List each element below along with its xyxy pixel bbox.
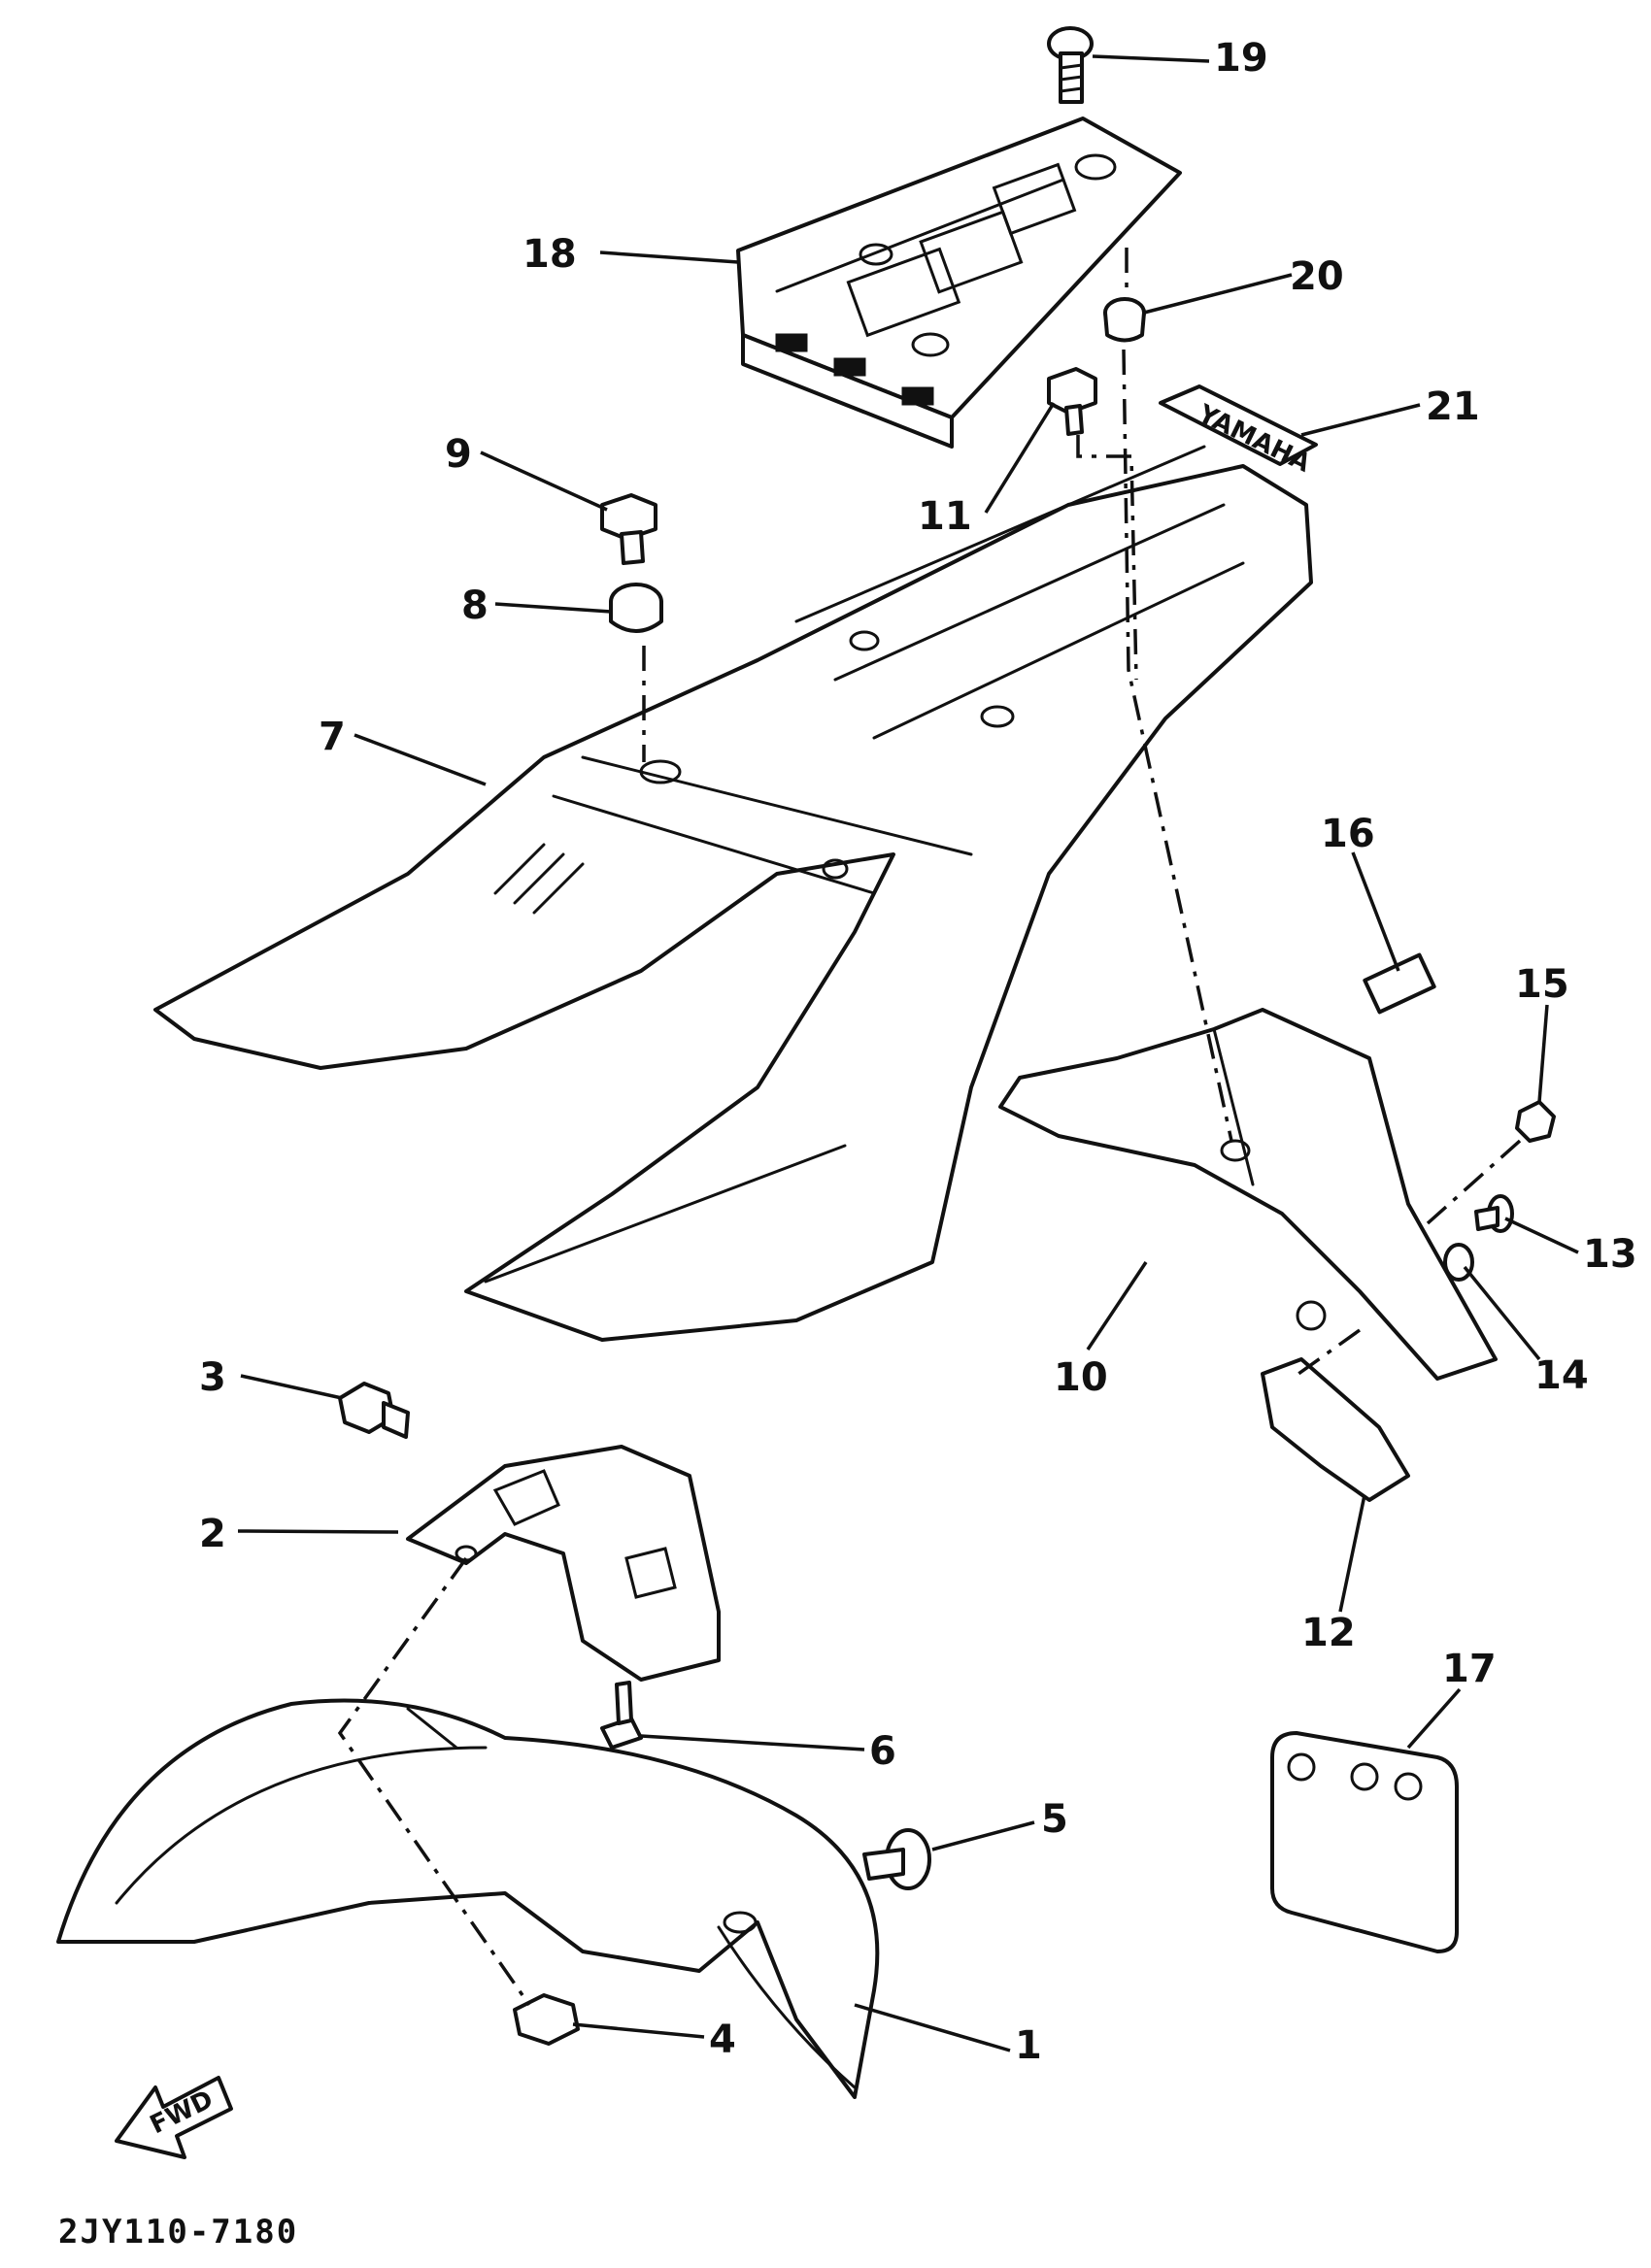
callout-19: 19: [1214, 36, 1268, 81]
callout-16: 16: [1321, 812, 1375, 856]
screw-5: [862, 1828, 931, 1890]
tail-bracket-part: [998, 1008, 1498, 1381]
bolt-19: [1047, 26, 1094, 104]
callout-15: 15: [1515, 962, 1569, 1007]
fwd-arrow-icon: FWD: [115, 2076, 233, 2159]
callout-5: 5: [1041, 1797, 1068, 1842]
callout-7: 7: [319, 715, 346, 759]
bolt-9: [600, 493, 657, 565]
rear-cowl-part: [153, 445, 1313, 1342]
grommet-20: [1103, 297, 1146, 343]
leader-lines: [237, 54, 1579, 2052]
assembly-line-f: [1290, 1328, 1362, 1381]
callout-3: 3: [199, 1355, 226, 1400]
rear-carrier-part: [736, 117, 1182, 449]
assembly-line-c: [1076, 435, 1138, 681]
small-bracket-part: [1261, 1357, 1410, 1502]
screw-13: [1474, 1194, 1514, 1233]
diagram-code: 2JY110-7180: [58, 2213, 298, 2251]
front-fender-part: [56, 1698, 880, 2099]
callout-9: 9: [445, 432, 472, 477]
callout-8: 8: [461, 584, 489, 628]
callout-10: 10: [1054, 1355, 1108, 1400]
yamaha-emblem-21: YAMAHA: [1159, 384, 1318, 479]
callout-13: 13: [1583, 1232, 1637, 1277]
callout-18: 18: [522, 232, 577, 277]
callouts: 1 2 3 4 5 6 7 8 9 10 11 12 13 14 15 16 1…: [199, 36, 1637, 2068]
hex-bolt-3: [338, 1382, 410, 1439]
callout-1: 1: [1015, 2023, 1042, 2068]
callout-20: 20: [1290, 254, 1344, 299]
assembly-line-e: [1426, 1139, 1522, 1225]
bolt-6: [600, 1681, 643, 1750]
callout-14: 14: [1534, 1353, 1589, 1398]
callout-4: 4: [709, 2018, 736, 2062]
assembly-line-g: [337, 1556, 531, 2007]
reflector-part: [1363, 952, 1436, 1015]
washer-14: [1443, 1243, 1474, 1282]
callout-6: 6: [869, 1729, 896, 1774]
callout-12: 12: [1301, 1611, 1356, 1655]
nut-15: [1515, 1100, 1556, 1143]
callout-17: 17: [1442, 1647, 1497, 1691]
fender-stay-part: [406, 1445, 721, 1682]
bolt-11: [1047, 367, 1097, 436]
callout-11: 11: [918, 494, 972, 539]
hex-nut-4: [513, 1993, 580, 2046]
callout-21: 21: [1426, 384, 1480, 429]
callout-2: 2: [199, 1512, 226, 1556]
grommet-8: [609, 583, 663, 633]
license-plate-part: [1270, 1731, 1459, 1953]
